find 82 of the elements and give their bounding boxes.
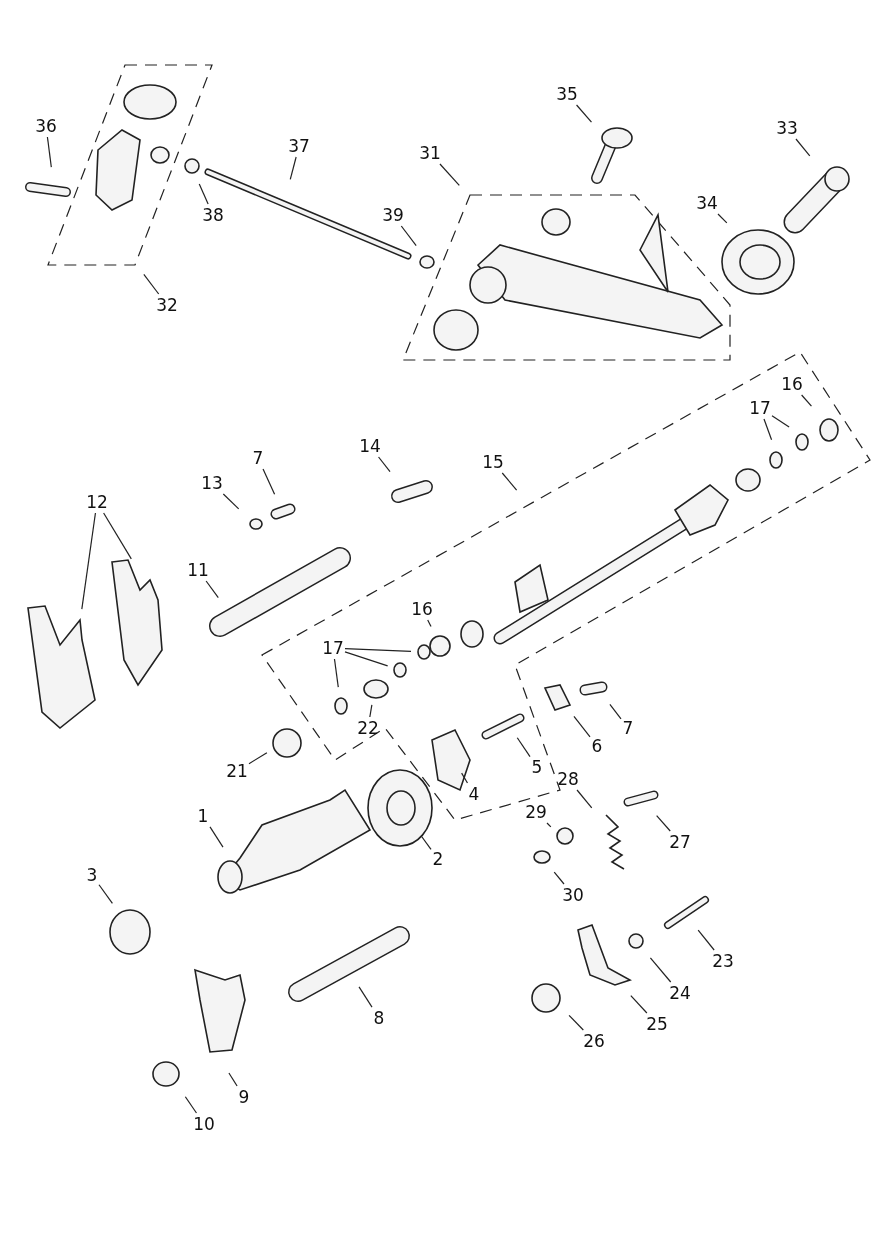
leader-line	[262, 468, 276, 495]
leader-line	[575, 104, 593, 123]
leader-line	[333, 658, 339, 688]
callout-number: 39	[382, 205, 404, 225]
callout-number: 1	[197, 806, 209, 826]
leader-line	[461, 772, 469, 784]
leader-line	[546, 822, 552, 828]
callout-number: 5	[531, 757, 543, 777]
leader-line	[801, 394, 813, 407]
callout-number: 26	[583, 1031, 605, 1051]
leader-line	[501, 472, 518, 491]
leader-line	[344, 651, 389, 667]
leader-line	[649, 957, 672, 983]
leader-line	[143, 273, 160, 295]
callout-number: 2	[432, 849, 444, 869]
callout-number: 25	[646, 1014, 668, 1034]
callout-number: 30	[562, 885, 584, 905]
callout-number: 21	[226, 761, 248, 781]
leader-line	[516, 737, 531, 758]
callout-number: 31	[419, 143, 441, 163]
leader-line	[717, 213, 728, 224]
leader-line	[697, 929, 715, 951]
leader-line	[573, 715, 591, 738]
callout-number: 15	[482, 452, 504, 472]
leader-line	[198, 183, 209, 205]
leader-line	[576, 789, 593, 809]
callout-number: 16	[411, 599, 433, 619]
callout-number: 9	[238, 1087, 250, 1107]
leader-line	[222, 493, 240, 510]
callout-number: 29	[525, 802, 547, 822]
callout-number: 23	[712, 951, 734, 971]
callout-number: 17	[749, 398, 771, 418]
leader-line	[439, 163, 460, 186]
callout-number: 3	[86, 865, 98, 885]
leader-line	[289, 156, 297, 180]
leader-line	[377, 456, 391, 473]
leader-line	[795, 138, 811, 157]
leader-line	[369, 704, 373, 718]
callout-number: 10	[193, 1114, 215, 1134]
callout-number: 33	[776, 118, 798, 138]
leader-line	[771, 415, 790, 428]
leader-line	[81, 512, 97, 610]
callout-number: 7	[622, 718, 634, 738]
leader-line	[421, 835, 432, 850]
leader-line	[358, 986, 373, 1008]
leader-line	[763, 418, 773, 441]
callout-number: 28	[557, 769, 579, 789]
leader-line	[98, 884, 113, 905]
leader-line	[103, 512, 132, 560]
callout-number: 11	[187, 560, 209, 580]
leader-line	[209, 826, 224, 848]
callout-number: 16	[781, 374, 803, 394]
leader-line	[248, 752, 268, 765]
leader-line	[228, 1072, 238, 1087]
callout-number: 34	[696, 193, 718, 213]
callout-number: 35	[556, 84, 578, 104]
leader-line	[184, 1096, 198, 1114]
callout-number: 36	[35, 116, 57, 136]
leader-line	[205, 580, 219, 599]
callout-number: 7	[252, 448, 264, 468]
callout-number: 32	[156, 295, 178, 315]
callout-number: 38	[202, 205, 224, 225]
callout-number: 6	[591, 736, 603, 756]
callout-number: 8	[373, 1008, 385, 1028]
callout-number: 22	[357, 718, 379, 738]
leader-line	[630, 994, 648, 1014]
callout-number: 13	[201, 473, 223, 493]
leader-line	[427, 619, 432, 628]
callout-number: 37	[288, 136, 310, 156]
callout-number: 27	[669, 832, 691, 852]
callout-number: 24	[669, 983, 691, 1003]
leader-line	[553, 871, 565, 885]
callout-number: 14	[359, 436, 381, 456]
leader-line	[656, 815, 671, 832]
leader-line	[344, 647, 412, 653]
leader-line	[609, 703, 622, 720]
leader-line	[400, 225, 417, 247]
callout-number: 12	[86, 492, 108, 512]
callout-number: 4	[468, 784, 480, 804]
callout-number: 17	[322, 638, 344, 658]
leader-line	[46, 136, 52, 168]
leader-line	[568, 1014, 584, 1031]
